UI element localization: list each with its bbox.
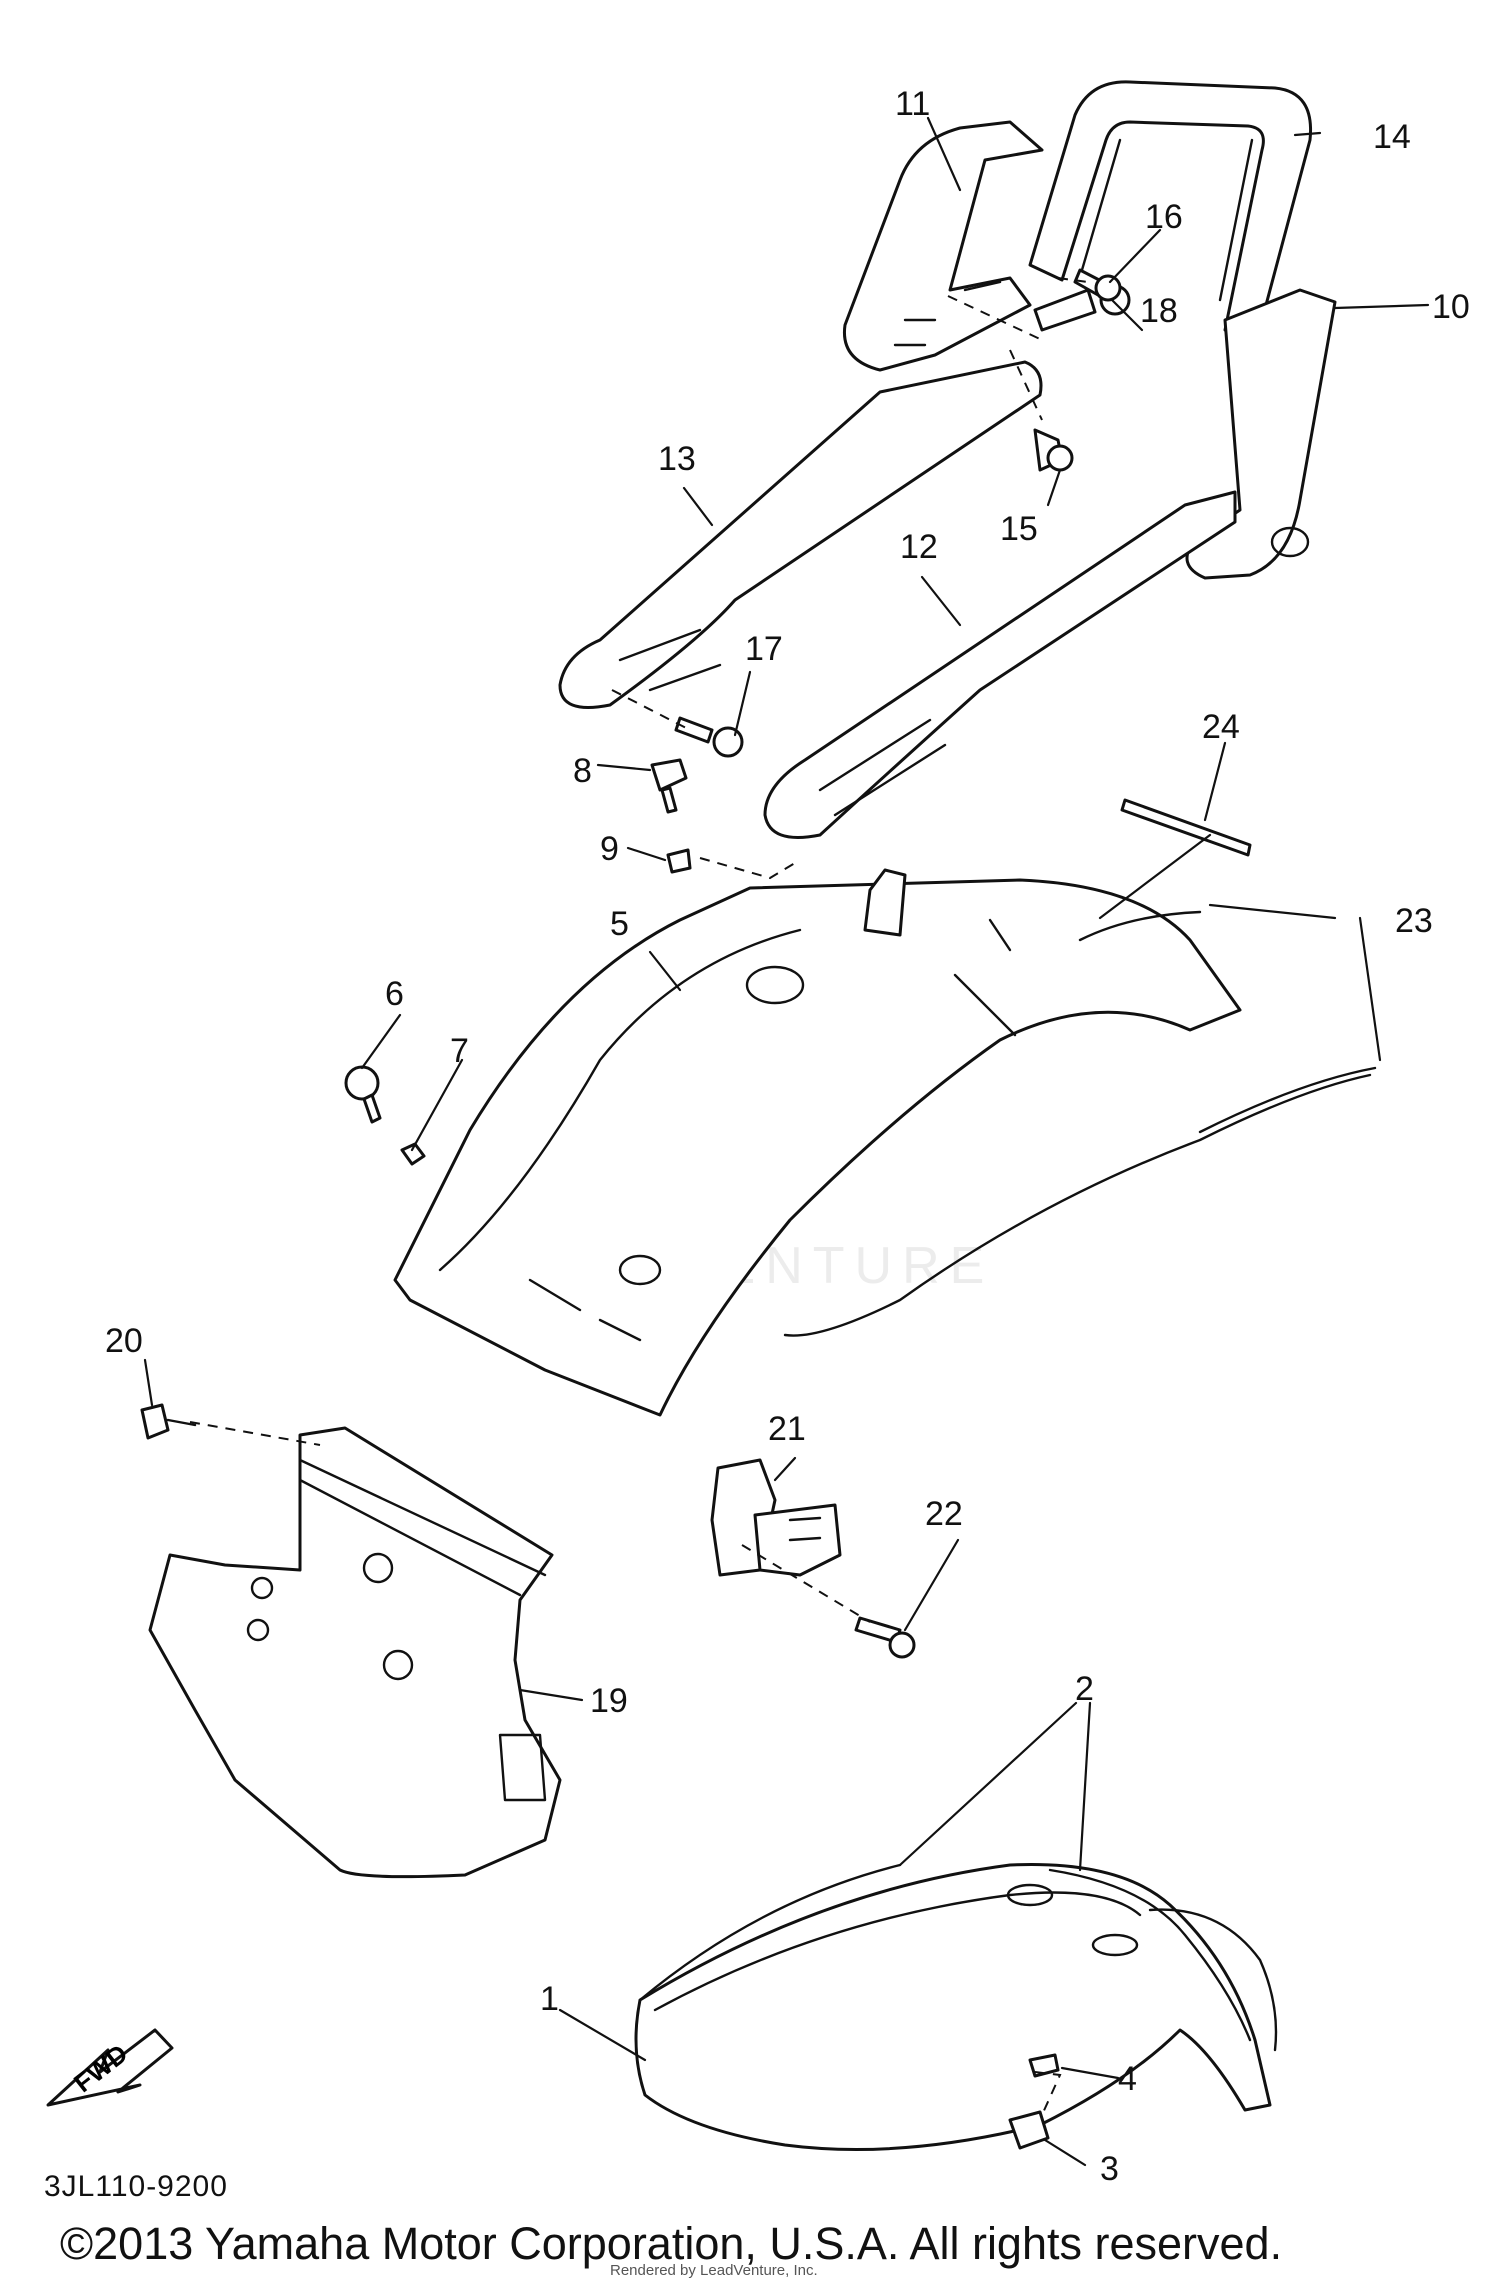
callout-9: 9 bbox=[600, 830, 619, 868]
fastener-parts bbox=[344, 268, 1131, 1166]
callout-8: 8 bbox=[573, 752, 592, 790]
part-3-bolt bbox=[1008, 2110, 1050, 2150]
callout-17: 17 bbox=[745, 630, 783, 668]
callout-13: 13 bbox=[658, 440, 696, 478]
callout-19: 19 bbox=[590, 1682, 628, 1720]
callout-14: 14 bbox=[1373, 118, 1411, 156]
part-19-inner-fender bbox=[148, 1426, 562, 1879]
part-21-holder bbox=[710, 1458, 842, 1577]
callout-6: 6 bbox=[385, 975, 404, 1013]
diagram-code: 3JL110-9200 bbox=[44, 2170, 228, 2203]
callout-16: 16 bbox=[1145, 198, 1183, 236]
callout-10: 10 bbox=[1432, 288, 1470, 326]
callout-1: 1 bbox=[540, 1980, 559, 2018]
callout-20: 20 bbox=[105, 1322, 143, 1360]
callout-5: 5 bbox=[610, 905, 629, 943]
part-9-nut bbox=[666, 848, 692, 874]
callout-2: 2 bbox=[1075, 1670, 1094, 1708]
part-20-bolt bbox=[140, 1403, 170, 1440]
part-8-screw bbox=[650, 758, 688, 792]
callout-18: 18 bbox=[1140, 292, 1178, 330]
copyright-notice: ©2013 Yamaha Motor Corporation, U.S.A. A… bbox=[60, 2218, 1283, 2269]
callout-7: 7 bbox=[450, 1032, 469, 1070]
callout-15: 15 bbox=[1000, 510, 1038, 548]
callout-22: 22 bbox=[925, 1495, 963, 1533]
part-12-rail bbox=[763, 490, 1237, 839]
part-23-trim bbox=[783, 910, 1377, 1337]
callout-21: 21 bbox=[768, 1410, 806, 1448]
part-18-bolt bbox=[1033, 288, 1097, 332]
part-4-washer bbox=[1028, 2053, 1060, 2078]
callout-12: 12 bbox=[900, 528, 938, 566]
part-11-bracket bbox=[842, 120, 1044, 372]
part-24-sticker bbox=[1120, 798, 1252, 857]
callout-numbers: 11 14 16 18 10 13 15 12 17 24 8 9 23 5 6… bbox=[105, 85, 1470, 2188]
callout-11: 11 bbox=[895, 85, 930, 123]
callout-leader-lines bbox=[143, 116, 1430, 2167]
callout-3: 3 bbox=[1100, 2150, 1119, 2188]
rendered-by-note: Rendered by LeadVenture, Inc. bbox=[610, 2262, 818, 2279]
callout-23: 23 bbox=[1395, 902, 1433, 940]
part-2-trim bbox=[638, 1863, 1278, 2052]
part-1-front-fender bbox=[634, 1863, 1272, 2151]
forward-arrow-icon: FWD bbox=[46, 2028, 174, 2107]
assembly-dashed-lines bbox=[189, 277, 1089, 2116]
part-13-rail bbox=[558, 360, 1043, 709]
part-5-rear-fender bbox=[393, 868, 1242, 1417]
part-17-bolt bbox=[674, 716, 714, 744]
callout-24: 24 bbox=[1202, 708, 1240, 746]
callout-4: 4 bbox=[1118, 2060, 1137, 2098]
part-7-nut bbox=[400, 1142, 426, 1166]
